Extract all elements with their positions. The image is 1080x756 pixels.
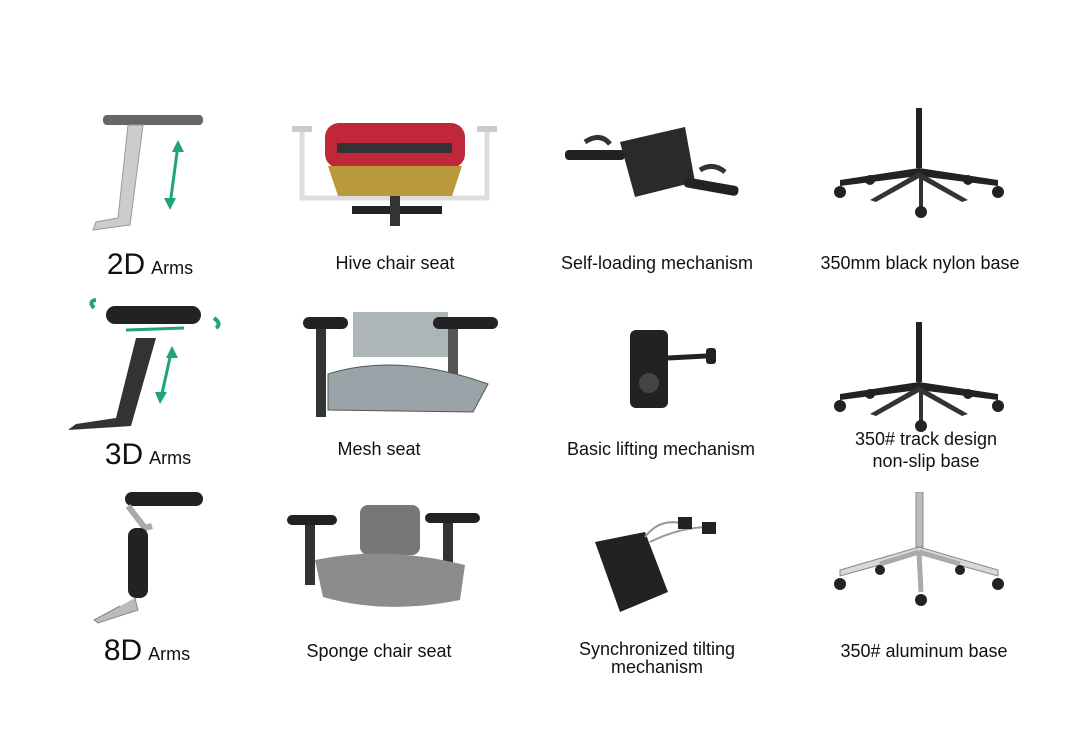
mesh-seat-label: Mesh seat (337, 439, 421, 459)
mesh-seat-image (303, 312, 498, 417)
8d-arm-image (93, 492, 203, 624)
track-design-base-label: 350# track design non-slip base (854, 429, 998, 471)
synchronized-tilting-mechanism-label: Synchronized tilting mechanism (578, 639, 736, 677)
3d-arm-image (68, 298, 221, 430)
basic-lifting-mechanism-image (630, 330, 716, 408)
hive-chair-seat-image (292, 123, 497, 226)
nylon-base-image (834, 108, 1004, 218)
2d-arm-image (92, 115, 203, 231)
aluminum-base-label: 350# aluminum base (840, 641, 1008, 661)
nylon-base-label: 350mm black nylon base (820, 253, 1020, 273)
sponge-chair-seat-label: Sponge chair seat (306, 641, 452, 661)
hive-chair-seat-label: Hive chair seat (335, 253, 455, 273)
synchronized-tilting-mechanism-image (595, 517, 716, 612)
self-loading-mechanism-image (565, 127, 739, 197)
self-loading-mechanism-label: Self-loading mechanism (560, 253, 754, 273)
aluminum-base-image (834, 492, 1004, 606)
track-design-base-image (834, 322, 1004, 432)
basic-lifting-mechanism-label: Basic lifting mechanism (566, 439, 756, 459)
sponge-chair-seat-image (287, 505, 480, 607)
